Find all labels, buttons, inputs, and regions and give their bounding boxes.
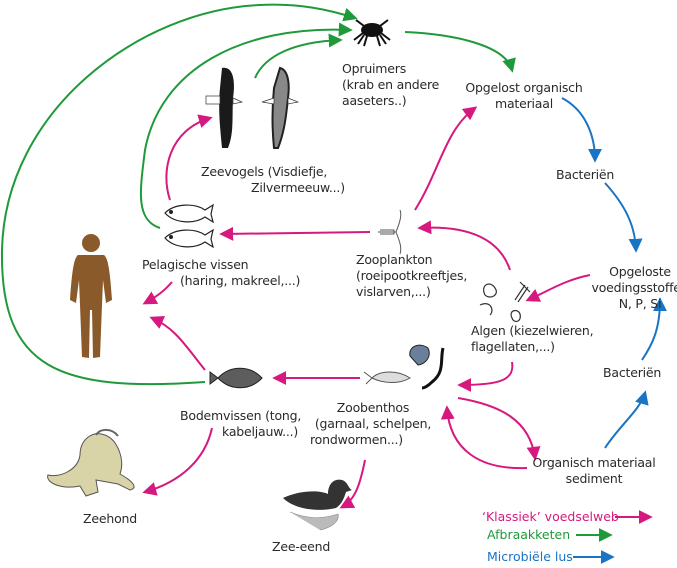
copepod-icon xyxy=(378,209,402,255)
label-line: (garnaal, schelpen, xyxy=(314,416,432,431)
arrow-opruimers-to-dissolved xyxy=(404,31,516,73)
arrow-zoobenthos-to-duck xyxy=(339,459,366,509)
legend-label: Microbiële lus xyxy=(487,549,573,564)
label-organisch-sediment: Organisch materiaal sediment xyxy=(527,455,661,487)
label-zee-eend: Zee-eend xyxy=(272,539,330,555)
label-line: Bacteriën xyxy=(556,167,615,182)
algae-icon xyxy=(479,281,531,323)
label-zeevogels: Zeevogels (Visdiefje, Zilvermeeuw...) xyxy=(201,164,345,196)
label-line: voedingsstoffen xyxy=(591,280,677,295)
label-opgeloste-voedingsstoffen: Opgeloste voedingsstoffen N, P, Si xyxy=(590,264,677,312)
arrow-algae-to-zoobenthos xyxy=(457,361,514,392)
arrow-nutrients-to-algae xyxy=(525,274,591,302)
crab-icon xyxy=(353,19,391,47)
label-line: rondwormen...) xyxy=(310,432,403,447)
arrow-flatfish-to-seal xyxy=(142,427,213,496)
arrow-pelagic-to-seabirds xyxy=(165,114,213,201)
label-line: Pelagische vissen xyxy=(142,257,249,272)
human-icon xyxy=(70,234,112,358)
arrow-flatfish-to-human xyxy=(149,316,206,371)
legend-item-decomposition: Afbraakketen xyxy=(487,525,570,545)
label-line: sediment xyxy=(565,471,623,486)
label-opgelost-organisch: Opgelost organisch materiaal xyxy=(464,80,584,112)
label-algen: Algen (kiezelwieren, flagellaten,...) xyxy=(471,323,594,355)
arrow-zooplankton-to-dissolved xyxy=(414,106,478,211)
label-line: (krab en andere xyxy=(342,77,440,92)
legend-label: ‘Klassiek’ voedselweb xyxy=(482,509,619,524)
arrow-pelagic-to-opruimers xyxy=(139,22,353,229)
seabird-icon xyxy=(261,66,300,149)
arrow-pelagic-to-human xyxy=(142,281,173,305)
label-bodemvissen: Bodemvissen (tong, kabeljauw...) xyxy=(180,408,301,440)
label-line: (haring, makreel,...) xyxy=(180,273,301,288)
legend-label: Afbraakketen xyxy=(487,527,571,542)
label-line: materiaal xyxy=(494,96,554,111)
arrow-bacteria-to-nutrients xyxy=(604,182,643,253)
label-bacterien-bottom: Bacteriën xyxy=(603,365,661,381)
shell-icon xyxy=(409,344,430,366)
label-line: Zeevogels (Visdiefje, xyxy=(201,164,328,179)
label-line: Opruimers xyxy=(342,61,407,76)
label-line: aaseters..) xyxy=(342,93,407,108)
arrow-dissolved-to-bacteria xyxy=(561,97,602,163)
arrow-seabird-to-opruimers xyxy=(254,33,343,79)
label-zoobenthos: Zoobenthos (garnaal, schelpen, rondworme… xyxy=(308,400,438,448)
label-line: kabeljauw...) xyxy=(222,424,299,439)
flatfish-icon xyxy=(209,367,263,389)
label-line: Opgelost organisch xyxy=(465,80,583,95)
label-line: Organisch materiaal xyxy=(532,455,656,470)
arrow-bacteria-to-nutrients-2 xyxy=(641,297,667,361)
label-zooplankton: Zooplankton (roeipootkreeftjes, vislarve… xyxy=(356,252,467,300)
duck-icon xyxy=(283,479,352,531)
shrimp-icon xyxy=(363,371,411,385)
label-line: N, P, Si xyxy=(618,296,662,311)
arrow-zooplankton-to-pelagic xyxy=(219,226,371,241)
label-line: Bacteriën xyxy=(603,365,662,380)
legend-item-classic: ‘Klassiek’ voedselweb xyxy=(482,507,619,527)
label-line: Zeehond xyxy=(83,511,137,526)
worm-icon xyxy=(421,347,445,390)
label-line: Bodemvissen (tong, xyxy=(180,408,302,423)
label-pelagische-vissen: Pelagische vissen (haring, makreel,...) xyxy=(142,257,300,289)
label-line: vislarven,...) xyxy=(356,284,431,299)
label-bacterien-top: Bacteriën xyxy=(556,167,614,183)
label-line: (roeipootkreeftjes, xyxy=(356,268,468,283)
arrow-sediment-to-bacteria xyxy=(604,390,649,449)
label-zeehond: Zeehond xyxy=(83,511,137,527)
arrow-algae-to-zooplankton xyxy=(417,220,511,271)
arrow-human-to-opruimers xyxy=(0,3,358,386)
fish-icon xyxy=(164,203,214,249)
arrow-sediment-to-zoobenthos xyxy=(440,405,528,470)
label-line: Opgeloste xyxy=(609,264,671,279)
label-line: Algen (kiezelwieren, xyxy=(471,323,594,338)
label-line: Zilvermeeuw...) xyxy=(251,180,345,195)
legend-item-microbial: Microbiële lus xyxy=(487,547,573,567)
label-line: flagellaten,...) xyxy=(471,339,555,354)
label-line: Zooplankton xyxy=(356,252,433,267)
label-line: Zoobenthos xyxy=(336,400,410,415)
seal-icon xyxy=(47,428,135,497)
arrow-zoobenthos-to-sediment xyxy=(457,397,541,461)
label-line: Zee-eend xyxy=(272,539,331,554)
label-opruimers: Opruimers (krab en andere aaseters..) xyxy=(342,61,439,109)
seabird-icon xyxy=(205,67,244,148)
